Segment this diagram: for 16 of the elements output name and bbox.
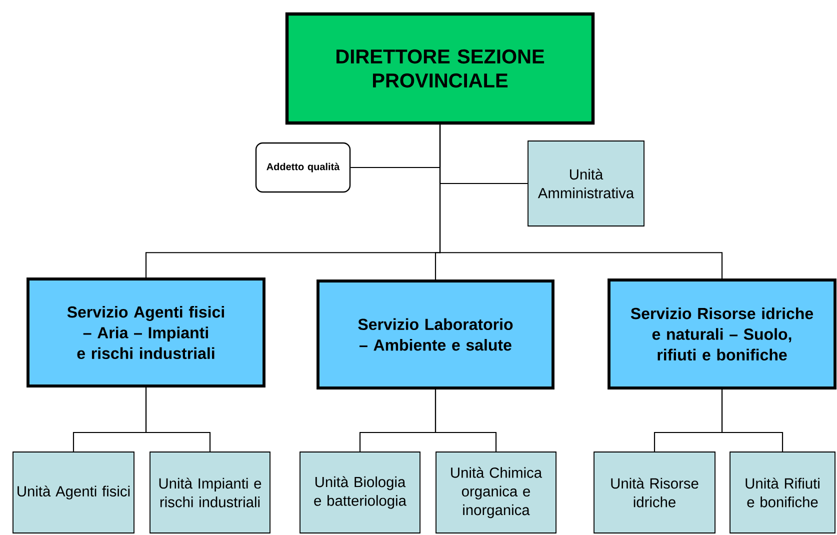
connector-line xyxy=(145,387,211,452)
service-box: Servizio Risorse idriche e naturali – Suolo, rifiuti e bonifiche xyxy=(608,278,836,390)
unit-box: Unità Impianti e rischi industriali xyxy=(150,452,270,534)
unit-box: Unità Rifiuti e bonifiche xyxy=(730,452,836,534)
service-box: Servizio Laboratorio – Ambiente e salute xyxy=(316,280,554,390)
unit-box: Unità Biologia e batteriologia xyxy=(300,452,420,534)
unit-box: Unità Amministrativa xyxy=(528,140,644,226)
service-box: Servizio Agenti fisici – Aria – Impianti e rischi industriali xyxy=(26,278,266,388)
unit-box: Unità Chimica organica e inorganica xyxy=(436,452,556,534)
staff-box: Addetto qualità xyxy=(255,142,351,193)
connector-line xyxy=(434,389,497,452)
connector-line xyxy=(721,389,784,452)
director-box: DIRETTORE SEZIONE PROVINCIALE xyxy=(285,12,595,125)
unit-box: Unità Agenti fisici xyxy=(12,452,134,534)
connector-line xyxy=(439,124,723,279)
unit-box: Unità Risorse idriche xyxy=(594,452,716,534)
